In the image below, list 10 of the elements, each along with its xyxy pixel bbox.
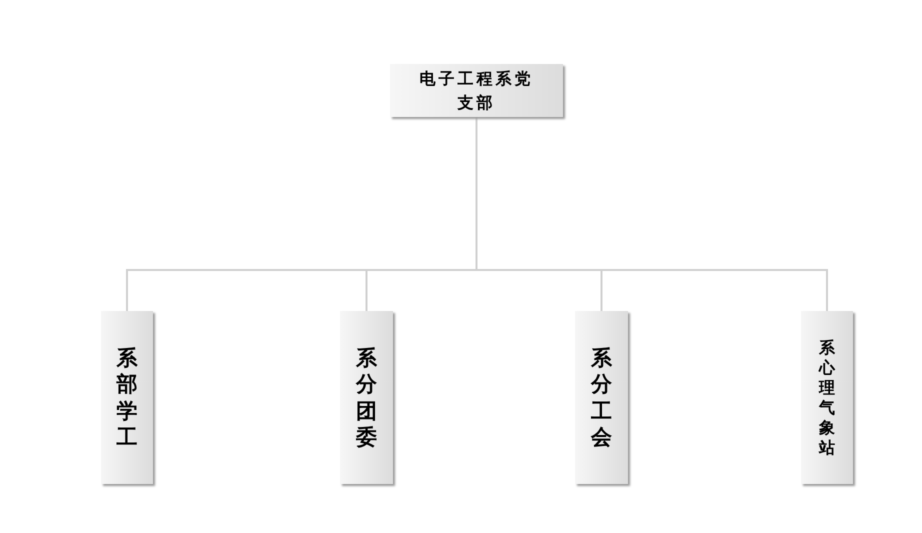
org-box: [801, 311, 853, 484]
box-label: 系分团委: [354, 345, 378, 450]
box-label: 系部学工: [115, 345, 138, 450]
org-box: [340, 311, 393, 484]
org-box: [390, 64, 563, 117]
box-label: 系心理气象站: [818, 338, 836, 458]
box-label: 系分工会: [590, 345, 613, 450]
org-box: [101, 311, 153, 484]
box-label: 电子工程系党支部: [418, 68, 534, 114]
org-box: [575, 311, 628, 484]
